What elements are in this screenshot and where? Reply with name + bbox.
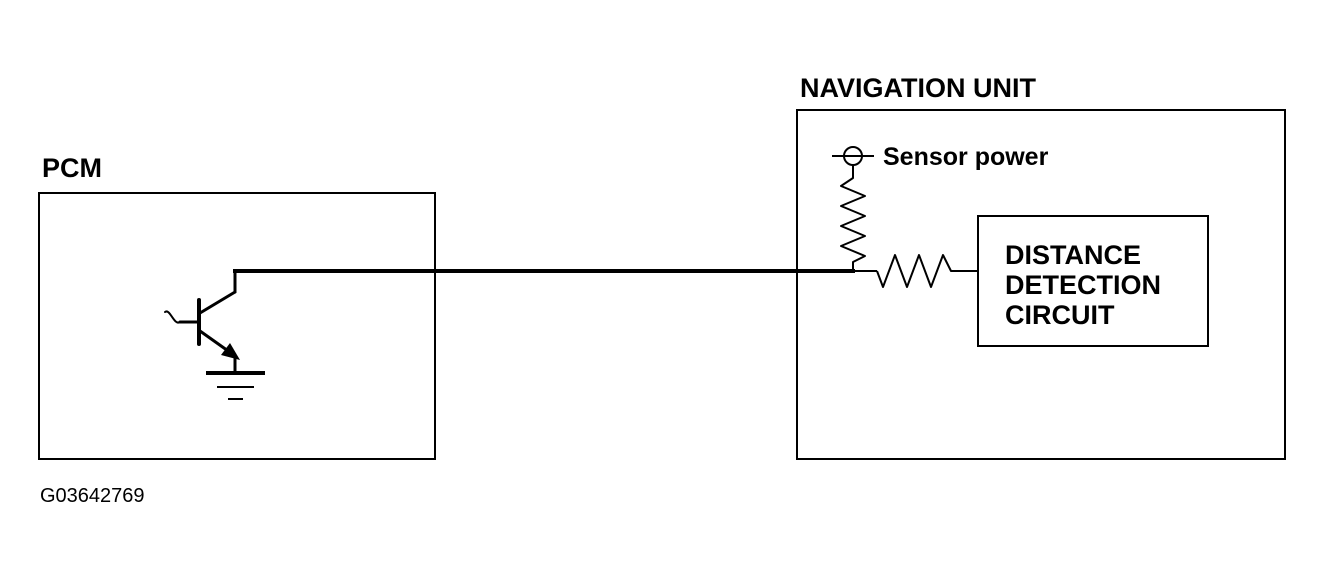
distance-detection-circuit-box xyxy=(977,215,1209,347)
pcm-box xyxy=(38,192,436,460)
figure-id: G03642769 xyxy=(40,485,145,507)
circuit-label-line-1: DISTANCE xyxy=(1005,240,1141,270)
sensor-power-terminal-icon xyxy=(832,146,874,166)
circuit-label-line-3: CIRCUIT xyxy=(1005,300,1115,330)
pcm-title: PCM xyxy=(42,153,102,183)
emitter-arrow-icon xyxy=(221,343,240,360)
transistor-collector xyxy=(198,290,237,315)
series-resistor xyxy=(876,254,978,288)
base-input-lead xyxy=(164,310,181,324)
navigation-unit-title: NAVIGATION UNIT xyxy=(800,73,1036,103)
circuit-label-line-2: DETECTION xyxy=(1005,270,1161,300)
navigation-unit-box xyxy=(796,109,1286,460)
transistor-symbol xyxy=(164,269,237,375)
ground-icon xyxy=(206,371,265,400)
pull-up-resistor xyxy=(840,165,866,271)
sensor-power-label: Sensor power xyxy=(883,143,1049,171)
